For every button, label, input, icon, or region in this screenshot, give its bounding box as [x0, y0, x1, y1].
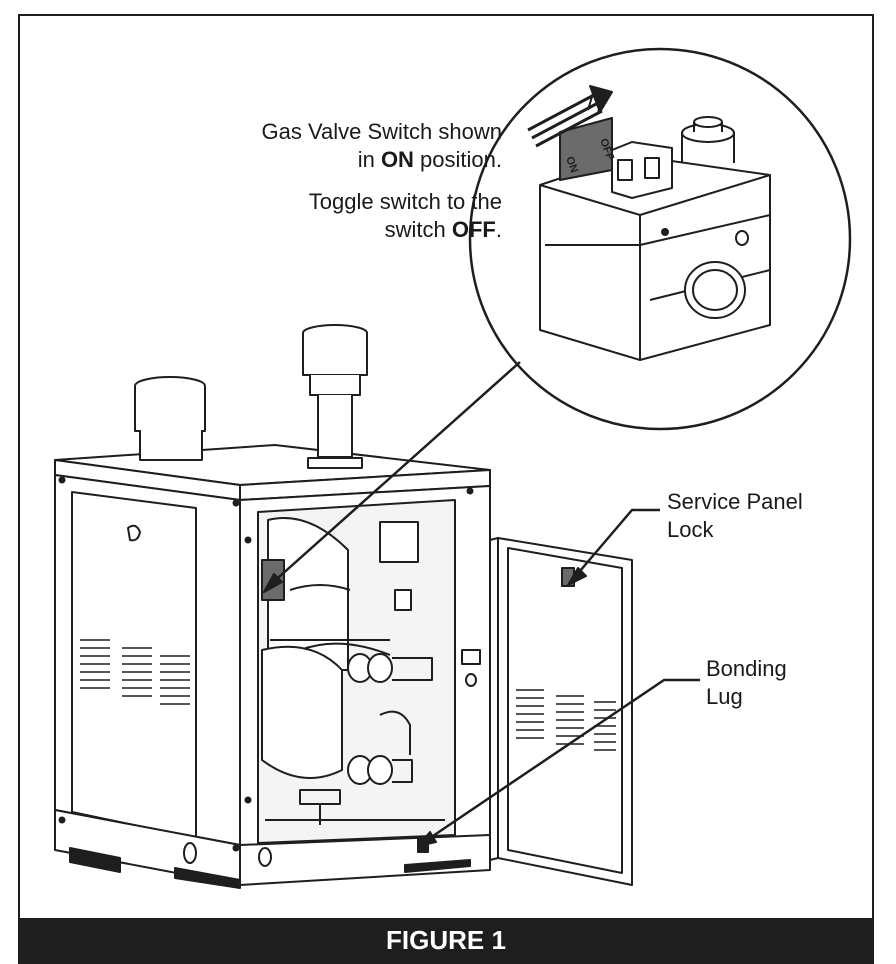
heater-cabinet [54, 444, 491, 889]
internal-components [261, 517, 445, 853]
service-panel-callout-line2: Lock [667, 517, 714, 542]
gas-valve-line2-pre: in [357, 147, 381, 172]
left-louvres [80, 639, 190, 705]
gas-valve-detail [468, 47, 852, 431]
lug-leader-line [423, 678, 700, 844]
toggle-callout-line2: switch OFF. [180, 216, 502, 244]
gas-valve-callout: Gas Valve Switch shown in ON position. [180, 118, 502, 174]
vent-pipes [134, 324, 368, 469]
bonding-lug-callout: Bonding Lug [706, 655, 787, 711]
figure-caption: FIGURE 1 [18, 918, 874, 964]
gas-valve-line2-bold: ON [380, 147, 414, 172]
bonding-lug-callout-line1: Bonding [706, 656, 787, 681]
gas-valve-callout-line2: in ON position. [180, 146, 502, 174]
valve-leader-line [269, 361, 521, 586]
on-off-switch [559, 117, 613, 181]
bonding-lug-callout-line2: Lug [706, 684, 743, 709]
toggle-line2-pre: switch [384, 217, 452, 242]
lock-leader-line [573, 508, 660, 579]
door-louvres [516, 689, 616, 751]
toggle-line2-post: . [495, 217, 502, 242]
gas-valve-line2-post: position. [413, 147, 502, 172]
service-panel-callout-line1: Service Panel [667, 489, 803, 514]
service-panel-lock-callout: Service Panel Lock [667, 488, 803, 544]
toggle-line2-bold: OFF [451, 217, 496, 242]
gas-valve-callout-line1: Gas Valve Switch shown [261, 119, 502, 144]
toggle-callout: Toggle switch to the switch OFF. [180, 188, 502, 244]
toggle-callout-line1: Toggle switch to the [308, 189, 502, 214]
switch-on-mark: ON [563, 155, 580, 175]
